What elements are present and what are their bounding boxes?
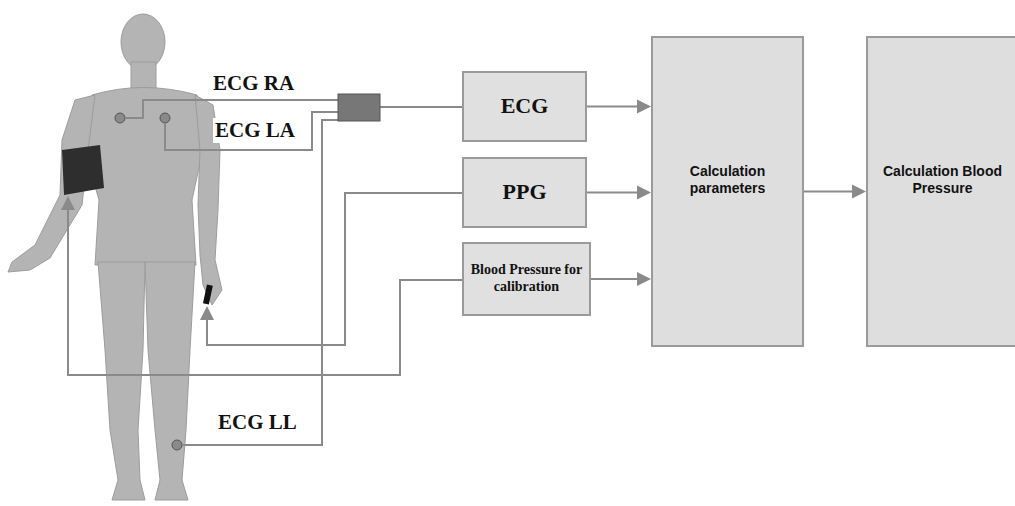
human-silhouette <box>8 14 222 500</box>
ecg-connector <box>338 94 380 121</box>
process-box: PPG <box>462 157 587 228</box>
flow-arrow <box>587 186 651 200</box>
calculation-box: Calculation Blood Pressure <box>866 36 1015 347</box>
lead-label: ECG RA <box>211 71 296 96</box>
box-text: Calculation Blood Pressure <box>868 163 1015 197</box>
sensor-arrowheads <box>61 196 214 320</box>
sensor-wires <box>68 193 462 375</box>
box-text: Blood Pressure for calibration <box>464 262 589 296</box>
box-text: Calculation parameters <box>653 163 802 197</box>
ecg-electrodes <box>115 113 182 450</box>
box-text: PPG <box>497 179 553 205</box>
calculation-box: Calculation parameters <box>651 36 804 347</box>
lead-label: ECG LL <box>216 410 299 435</box>
process-box: Blood Pressure for calibration <box>462 242 591 316</box>
process-box: ECG <box>462 71 587 142</box>
ecg-wires <box>125 100 462 445</box>
box-text: ECG <box>495 93 555 119</box>
lead-label: ECG LA <box>213 118 297 143</box>
bp-cuff <box>62 145 104 195</box>
flow-arrow <box>804 185 866 199</box>
flow-arrow <box>591 272 651 286</box>
ppg-sensor <box>203 285 213 305</box>
flow-arrow <box>587 100 651 114</box>
